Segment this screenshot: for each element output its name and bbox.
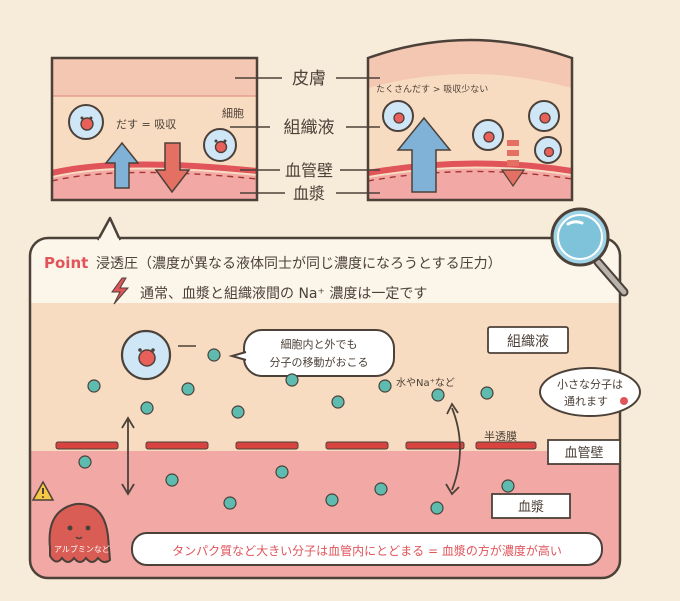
- tissue-fluid-box: [487, 326, 569, 354]
- water-na-label: 水やNa⁺など: [396, 377, 455, 389]
- detail-plasma: 血漿: [518, 500, 544, 515]
- smile-icon: [620, 397, 628, 405]
- skin-label: 皮膚: [292, 69, 326, 89]
- left-frame: [50, 56, 259, 202]
- cell-icon: [203, 128, 237, 162]
- plasma-label: 血漿: [293, 184, 325, 203]
- cell-icon: [68, 104, 104, 140]
- vessel-wall-label: 血管壁: [285, 161, 333, 180]
- albumin-icon: [48, 502, 112, 564]
- semipermeable-membrane: [55, 441, 537, 450]
- small-molecule-line2: 通れます: [564, 395, 608, 408]
- cell-icon: [382, 100, 414, 132]
- compare-text: たくさんだす > 吸収少ない: [376, 83, 488, 95]
- warning-icon: [31, 480, 55, 501]
- detail-vessel-wall: 血管壁: [564, 446, 603, 461]
- cell-bubble-line2: 分子の移動がおこる: [270, 355, 369, 369]
- small-molecule-bubble: 小さな分子は 通れます: [539, 367, 641, 417]
- banner-text: タンパク質など大きい分子は血管内にとどまる = 血漿の方が濃度が高い: [172, 543, 562, 558]
- cell-icon: [534, 136, 562, 164]
- molecule: [207, 348, 221, 362]
- cell-icon: [472, 119, 504, 151]
- plasma-box: [491, 493, 571, 519]
- magnifier-icon: [550, 207, 629, 297]
- right-frame: [366, 38, 574, 202]
- bottom-banner: タンパク質など大きい分子は血管内にとどまる = 血漿の方が濃度が高い: [131, 532, 603, 566]
- vessel-wall-box: [547, 439, 621, 465]
- cell-label: 細胞: [222, 107, 244, 120]
- semipermeable-label: 半透膜: [484, 429, 517, 443]
- vertical-double-arrow-icon: [121, 416, 135, 496]
- point-title: 浸透圧（濃度が異なる液体同士が同じ濃度になろうとする圧力）: [96, 256, 502, 272]
- tissue-fluid-label: 組織液: [284, 118, 335, 138]
- point-tag: Point: [44, 254, 88, 272]
- up-arrow-icon: [104, 141, 140, 189]
- detail-panel: [28, 216, 622, 580]
- plasma-molecules: [78, 455, 515, 515]
- equal-text: だす = 吸収: [116, 118, 176, 131]
- down-arrow-icon: [154, 142, 191, 194]
- albumin-label: アルブミンなど: [54, 544, 110, 554]
- cell-bubble: 細胞内と外でも 分子の移動がおこる: [228, 329, 395, 377]
- cell-icon: [120, 329, 172, 381]
- point-subtitle: 通常、血漿と組織液間の Na⁺ 濃度は一定です: [140, 286, 427, 302]
- lightning-icon: [111, 277, 130, 305]
- cell-icon: [528, 100, 560, 132]
- large-up-arrow-icon: [396, 116, 452, 193]
- tissue-molecules: [87, 373, 494, 419]
- small-molecule-line1: 小さな分子は: [557, 378, 623, 391]
- small-down-arrow-icon: [500, 140, 526, 188]
- curved-double-arrow-icon: [445, 402, 461, 496]
- cell-bubble-line1: 細胞内と外でも: [281, 337, 358, 351]
- detail-tissue-fluid: 組織液: [507, 334, 549, 350]
